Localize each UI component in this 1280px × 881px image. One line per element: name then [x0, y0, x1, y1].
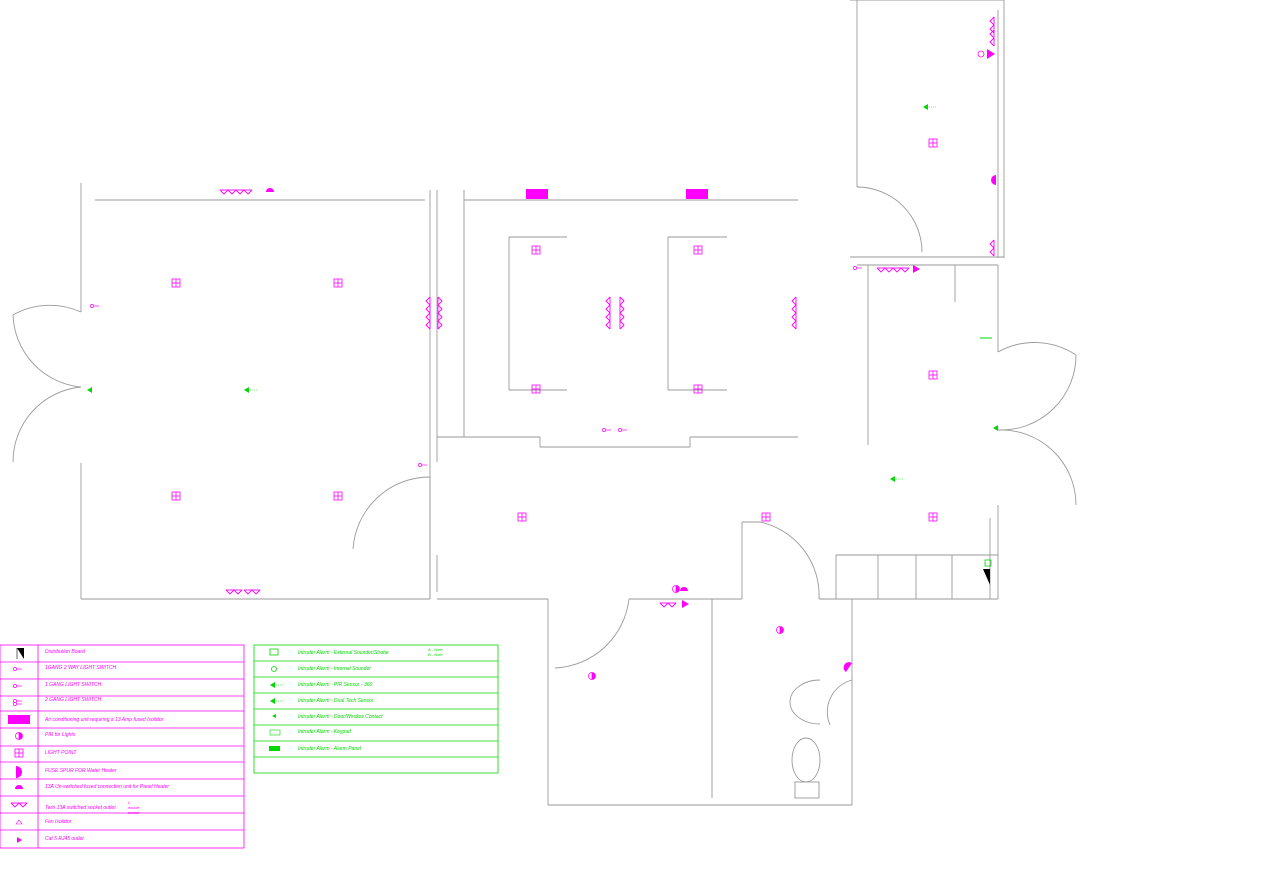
legend-item: Intruder Alarm - Dual Tech Sensor: [298, 698, 374, 704]
legend-item: 1 GANG LIGHT SWITCH: [45, 682, 102, 688]
legend-item: 13A Un-switched fused connection unit fo…: [45, 784, 170, 790]
legend-item: 1GANG 2 WAY LIGHT SWITCH: [45, 665, 117, 671]
electrical-symbols: [90, 16, 996, 680]
legend-item: Intruder Alarm - Alarm Panel: [298, 746, 361, 752]
legend-item: 2 GANG LIGHT SWITCH: [45, 697, 102, 703]
legend-item: Intruder Alarm - Internal Sounder: [298, 666, 371, 672]
distribution-board-icon: [983, 569, 990, 585]
distribution-board-icon: [17, 648, 24, 659]
rj45-outlet-icon: [913, 265, 920, 273]
legend-item: Intruder Alarm - Keypad: [298, 729, 351, 735]
legend-item: Cat 5 RJ45 outlet: [45, 836, 84, 842]
legend-item: FUSE SPUR FOR Water Heater: [45, 768, 117, 774]
legend-item: Intruder Alarm - PIR Sensor - 360: [298, 682, 373, 688]
rj45-outlet-icon: [17, 837, 22, 843]
legend-item: Intruder Alarm - External Sounder/Strobe: [298, 650, 389, 656]
air-conditioning-icon: [686, 189, 708, 199]
air-conditioning-icon: [526, 189, 548, 199]
legend-item: Intruder Alarm - Door/Window Contact: [298, 714, 383, 720]
air-conditioning-icon: [8, 715, 30, 724]
legend-item: Distribution Board: [45, 649, 85, 655]
rj45-outlet-icon: [987, 49, 995, 59]
fan-isolator-icon: [15, 819, 23, 825]
walls: [12, 0, 1077, 806]
legend-item: Fan Isolator: [45, 819, 72, 825]
alarm-panel-icon: [984, 559, 992, 567]
rj45-outlet-icon: [682, 600, 689, 608]
legend-security-frame: [253, 644, 499, 774]
fused-spur-icon: [16, 766, 22, 778]
legend-item: PIR for Lights: [45, 732, 76, 738]
legend-electrical-frame: [0, 644, 245, 849]
legend-item: Air conditioning unit requiring a 13 Amp…: [45, 717, 164, 723]
legend-item: LIGHT POINT: [45, 750, 77, 756]
security-symbols: [87, 103, 998, 567]
legend-socket-note: 1 double socket: [127, 800, 140, 815]
legend-security-note: A - Note B - Note: [428, 647, 443, 657]
